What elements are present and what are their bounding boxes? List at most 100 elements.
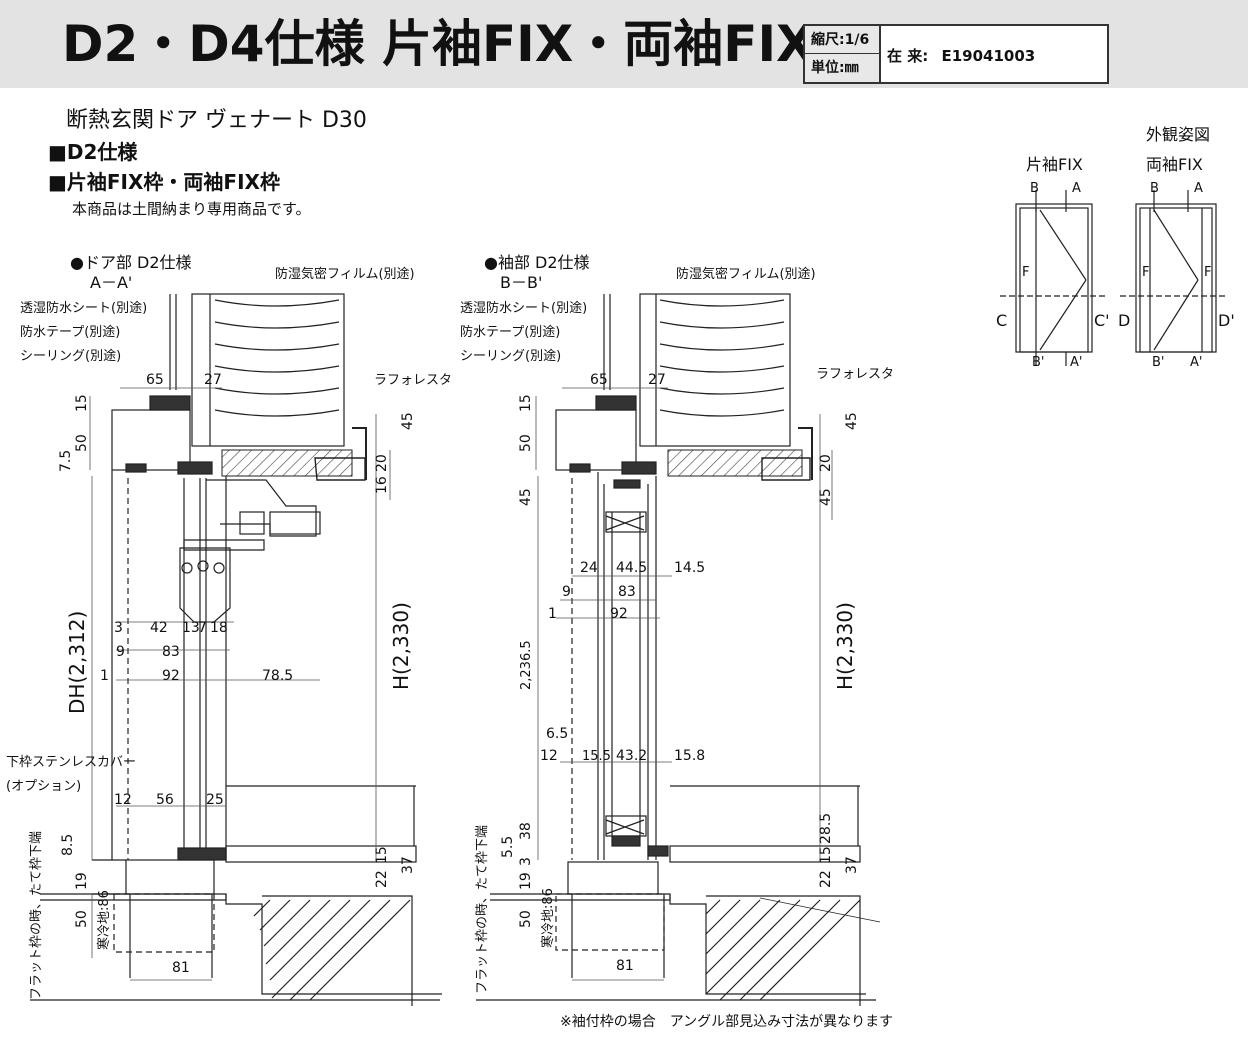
dim-81: 81 (172, 960, 190, 976)
scale-label: 縮尺:1/6 (805, 26, 881, 54)
sleeve-bottom-sill (555, 785, 861, 978)
sleeve-dim-19: 19 (518, 872, 534, 890)
product-note: 本商品は土間納まり専用商品です。 (72, 200, 311, 218)
elevation-title: 外観姿図 (1146, 125, 1210, 144)
dim-3: 3 (114, 620, 123, 636)
dim-16: 16 (374, 476, 390, 494)
sleeve-lath-label: ラフォレスタ (816, 367, 894, 382)
stock-label: 在 来: (887, 47, 929, 65)
sleeve-lath-angle (761, 457, 811, 481)
elevation-single-sleeve (1000, 190, 1106, 366)
sleeve-dim-15-8: 15.8 (674, 748, 705, 764)
dim-42: 42 (150, 620, 168, 636)
elevation-left-label: 片袖FIX (1026, 155, 1083, 174)
door-wall-insulation (169, 293, 345, 447)
dim-50-bottom: 50 (74, 910, 90, 928)
dim-8-5: 8.5 (60, 834, 76, 856)
door-option-label: (オプション) (6, 779, 81, 794)
sleeve-lath-edge (798, 427, 813, 480)
mark-a2: A' (1070, 355, 1082, 370)
sleeve-sheet-label: 透湿防水シート(別途) (460, 300, 587, 316)
door-lath-label: ラフォレスタ (374, 373, 452, 388)
code-value: E19041003 (941, 47, 1036, 65)
dim-18: 18 (210, 620, 228, 636)
sleeve-dim-9: 9 (562, 584, 571, 600)
dim-15-bottom: 15 (374, 846, 390, 864)
frame-heading: ■片袖FIX枠・両袖FIX枠 (48, 170, 280, 194)
dim-19: 19 (74, 872, 90, 890)
dim-h: H(2,330) (389, 602, 413, 690)
sleeve-dimension-lines (535, 387, 833, 981)
sleeve-dim-3: 3 (518, 857, 534, 866)
door-section-mark: A－A' (90, 273, 132, 292)
sleeve-dim-2236: 2,236.5 (519, 640, 534, 690)
sleeve-film-label: 防湿気密フィルム(別途) (676, 266, 816, 282)
dim-45: 45 (400, 412, 416, 430)
dim-22: 22 (374, 870, 390, 888)
sleeve-flat-label: フラット枠の時、たて枠下端 (475, 825, 490, 994)
door-bottom-sill (92, 785, 417, 978)
product-name: 断熱玄関ドア ヴェナート D30 (66, 108, 367, 133)
dim-83: 83 (162, 644, 180, 660)
door-lath-edge (352, 427, 367, 480)
dim-50: 50 (74, 434, 90, 452)
dim-7: 7 (198, 620, 207, 636)
sleeve-dim-45-center: 45 (818, 488, 834, 506)
sleeve-dim-6-5: 6.5 (546, 726, 568, 742)
footnote: ※袖付枠の場合 アングル部見込み寸法が異なります (560, 1014, 893, 1030)
sleeve-dim-65: 65 (590, 372, 608, 388)
dim-15: 15 (74, 394, 90, 412)
sleeve-section-mark: B－B' (500, 273, 542, 292)
mark-a2-double: A' (1190, 355, 1202, 370)
drawing-info-box: 縮尺:1/6 単位:㎜ 在 来: E19041003 (803, 24, 1109, 84)
sleeve-dim-50: 50 (518, 434, 534, 452)
sleeve-tape-label: 防水テープ(別途) (460, 324, 560, 340)
door-sheet-label: 透湿防水シート(別途) (20, 300, 147, 316)
sleeve-dim-5-5: 5.5 (500, 836, 516, 858)
elevation-double-sleeve (1120, 190, 1228, 353)
mark-b2: B' (1032, 355, 1045, 370)
mark-d: D (1118, 311, 1130, 330)
dim-37: 37 (400, 856, 416, 874)
mark-f-right: F (1204, 265, 1211, 280)
page-title: D2・D4仕様 片袖FIX・両袖FIX (62, 15, 815, 73)
sleeve-dim-12: 12 (540, 748, 558, 764)
sleeve-dim-15-bottom: 15 (818, 846, 834, 864)
mark-b2-double: B' (1152, 355, 1165, 370)
sleeve-dim-15-5: 15.5 (582, 749, 611, 764)
mark-f-left: F (1142, 265, 1149, 280)
sleeve-wall-insulation (603, 293, 791, 447)
dim-25: 25 (206, 792, 224, 808)
sleeve-dim-37: 37 (844, 856, 860, 874)
door-film-label: 防湿気密フィルム(別途) (275, 266, 415, 282)
sleeve-dim-14-5: 14.5 (674, 560, 705, 576)
door-hinge (179, 479, 321, 623)
sleeve-cold-label: 寒冷地:86 (540, 888, 556, 948)
dim-92: 92 (162, 668, 180, 684)
mark-a: A (1072, 181, 1081, 196)
door-section-title: ●ドア部 D2仕様 (70, 253, 192, 272)
mark-d2: D' (1218, 311, 1235, 330)
dim-1: 1 (100, 668, 109, 684)
dim-7-5: 7.5 (58, 450, 74, 472)
door-section: ●ドア部 D2仕様 A－A' (6, 253, 452, 1006)
sleeve-dim-27: 27 (648, 372, 666, 388)
spec-heading: ■D2仕様 (48, 140, 138, 164)
dim-12: 12 (114, 792, 132, 808)
sleeve-dim-50-bottom: 50 (518, 910, 534, 928)
mark-c2: C' (1094, 311, 1110, 330)
door-dimension-lines (89, 387, 391, 981)
sleeve-frame (555, 395, 669, 860)
door-sealing-label: シーリング(別途) (20, 348, 121, 364)
sleeve-dim-22: 22 (818, 870, 834, 888)
sleeve-dim-92: 92 (610, 606, 628, 622)
door-ground (30, 893, 442, 1006)
door-tape-label: 防水テープ(別途) (20, 324, 120, 340)
sleeve-dim-45-left: 45 (518, 488, 534, 506)
sleeve-dim-43-2: 43.2 (616, 748, 647, 764)
sleeve-ground (476, 893, 881, 1006)
sleeve-dim-83: 83 (618, 584, 636, 600)
dim-78-5: 78.5 (262, 668, 293, 684)
sleeve-dim-45-right: 45 (844, 412, 860, 430)
dim-56: 56 (156, 792, 174, 808)
